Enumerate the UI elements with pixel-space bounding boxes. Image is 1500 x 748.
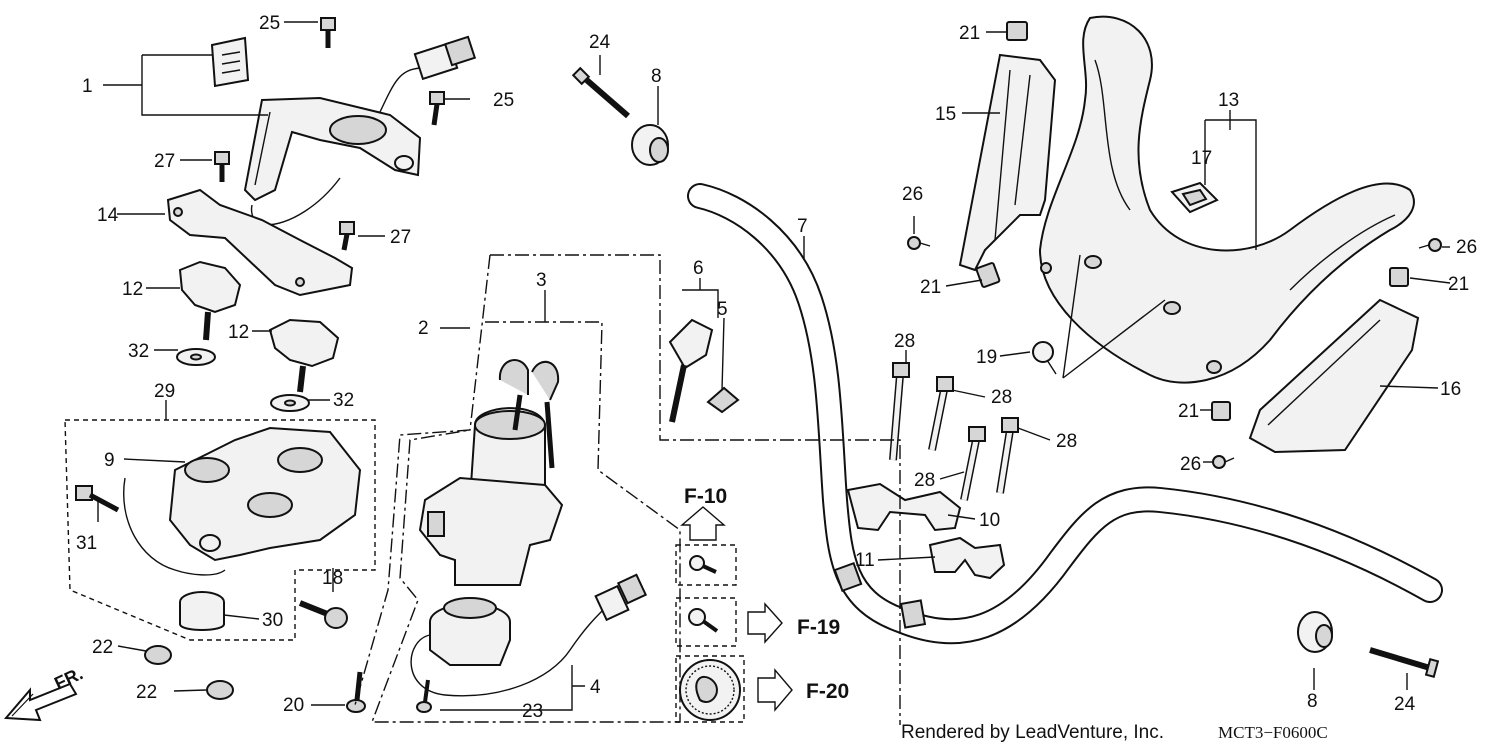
callout-21-b: 21 [920, 277, 941, 298]
callout-25-b: 25 [493, 90, 514, 111]
callout-21-c: 21 [1448, 274, 1469, 295]
callout-8-bottom: 8 [1307, 691, 1318, 712]
callout-9: 9 [104, 450, 115, 471]
flange-bolts[interactable] [889, 362, 1019, 501]
ref-f20-label[interactable]: F-20 [806, 680, 849, 703]
ref-box-f20[interactable] [675, 655, 793, 723]
callout-26-a: 26 [902, 184, 923, 205]
callout-24-bottom: 24 [1394, 694, 1416, 715]
ref-f10-label[interactable]: F-10 [684, 485, 727, 508]
screw-23[interactable] [416, 679, 432, 713]
ignition-switch[interactable] [418, 358, 564, 586]
callout-26-b: 26 [1456, 237, 1477, 258]
group-outline-29 [64, 419, 376, 641]
callout-31: 31 [76, 533, 97, 554]
nut-22[interactable] [144, 645, 234, 700]
diagram-code: MCT3−F0600C [1218, 723, 1328, 742]
callout-26-c: 26 [1180, 454, 1201, 475]
washer-32[interactable] [176, 348, 310, 412]
callout-28-c: 28 [1056, 431, 1077, 452]
handlebar-holder-lower[interactable] [928, 536, 1006, 580]
ref-box-f19[interactable] [675, 597, 783, 647]
callout-24-top: 24 [589, 32, 611, 53]
callout-14: 14 [97, 205, 119, 226]
callout-21-a: 21 [959, 23, 980, 44]
callout-17: 17 [1191, 148, 1212, 169]
callout-1: 1 [82, 76, 93, 97]
handlebar-holder-upper[interactable] [846, 482, 962, 532]
callout-4: 4 [590, 677, 601, 698]
front-cover-bracket[interactable] [958, 53, 1057, 272]
callout-29: 29 [154, 381, 175, 402]
cover-clip[interactable] [1170, 181, 1219, 214]
callout-27-a: 27 [154, 151, 175, 172]
bolt-27[interactable] [214, 151, 355, 251]
ref-box-f10[interactable] [675, 506, 737, 586]
callout-2: 2 [418, 318, 429, 339]
callout-22-b: 22 [136, 682, 157, 703]
bolt-18[interactable] [298, 600, 348, 629]
callout-8-top: 8 [651, 66, 662, 87]
callout-3: 3 [536, 270, 547, 291]
front-direction-arrow: FR. [3, 663, 86, 722]
rubber-mount-bottom[interactable] [1297, 611, 1333, 653]
clip-nut[interactable] [975, 21, 1409, 421]
callout-20: 20 [283, 695, 304, 716]
handlebar-pipe[interactable] [687, 183, 1443, 645]
callout-21-d: 21 [1178, 401, 1199, 422]
top-bridge[interactable] [243, 96, 422, 202]
bolt-24-top[interactable] [571, 66, 630, 119]
callout-numbers: 1 2 3 4 5 6 7 8 8 9 10 11 12 12 13 14 15… [76, 13, 1477, 722]
upper-holder-a[interactable] [178, 260, 242, 341]
switch-contact-base[interactable] [410, 573, 648, 697]
callout-25-a: 25 [259, 13, 280, 34]
callout-19: 19 [976, 347, 997, 368]
group-outline-2 [490, 254, 901, 725]
rendered-by-credit: Rendered by LeadVenture, Inc. [901, 722, 1164, 743]
callout-10: 10 [979, 510, 1000, 531]
callout-12-b: 12 [228, 322, 249, 343]
callout-32-b: 32 [333, 390, 354, 411]
callout-12-a: 12 [122, 279, 143, 300]
callout-28-a: 28 [894, 331, 915, 352]
group-outline-3 [370, 321, 681, 723]
lower-bracket[interactable] [123, 426, 362, 576]
callout-28-b: 28 [991, 387, 1012, 408]
leader-lines [97, 21, 1451, 711]
callout-28-d: 28 [914, 470, 935, 491]
key-set[interactable] [668, 318, 740, 423]
screw-19[interactable] [1032, 341, 1057, 375]
ref-f19-label[interactable]: F-19 [797, 616, 840, 639]
bolt-31[interactable] [75, 485, 120, 513]
handle-cover[interactable] [1038, 15, 1415, 384]
wire-guide-plate[interactable] [166, 188, 354, 297]
collar-30[interactable] [179, 591, 225, 631]
upper-holder-b[interactable] [268, 318, 340, 393]
callout-6: 6 [693, 258, 704, 279]
callout-23: 23 [522, 701, 543, 722]
callout-11: 11 [855, 550, 875, 571]
rubber-mount-top[interactable] [631, 124, 669, 166]
screw-tapping[interactable] [907, 236, 1442, 469]
bolt-25[interactable] [320, 17, 445, 126]
callout-15: 15 [935, 104, 956, 125]
callout-30: 30 [262, 610, 283, 631]
wire-connector[interactable] [250, 35, 477, 226]
callout-7: 7 [797, 216, 808, 237]
callout-16: 16 [1440, 379, 1461, 400]
callout-27-b: 27 [390, 227, 411, 248]
caution-label [210, 36, 250, 88]
callout-18: 18 [322, 568, 343, 589]
callout-13: 13 [1218, 90, 1239, 111]
callout-22-a: 22 [92, 637, 113, 658]
callout-32-a: 32 [128, 341, 149, 362]
handle-cover-lower[interactable] [1248, 298, 1420, 454]
callout-5: 5 [717, 299, 728, 320]
bolt-24-bottom[interactable] [1369, 647, 1440, 678]
